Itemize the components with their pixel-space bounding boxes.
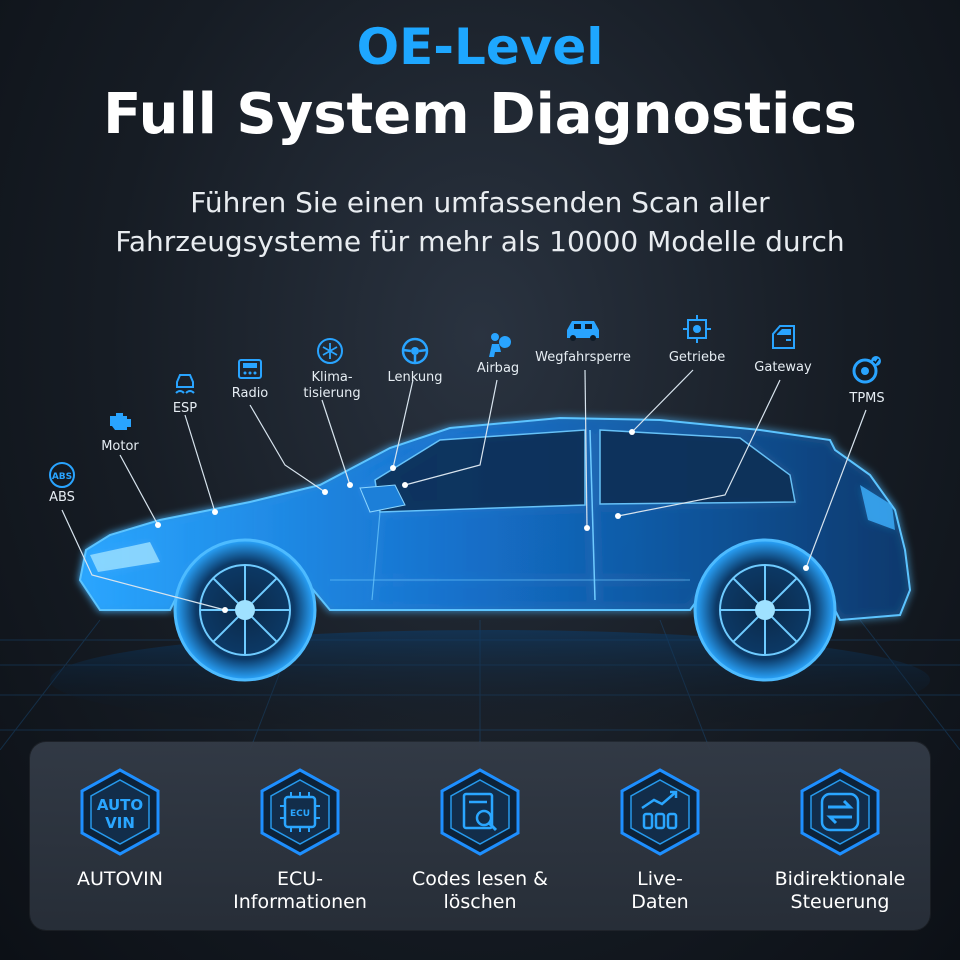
tire-pressure-icon	[852, 356, 881, 384]
steering-icon	[401, 337, 429, 365]
subtitle-line-2: Fahrzeugsysteme für mehr als 10000 Model…	[115, 225, 845, 258]
feature-autovin: AUTO VIN AUTOVIN	[30, 742, 210, 930]
feature-label-live-data-line1: Live-	[637, 868, 683, 890]
feature-label-autovin-line1: AUTOVIN	[77, 868, 163, 890]
callout-lines	[61, 369, 867, 611]
immobilizer-car-icon	[567, 321, 599, 341]
system-label-motor: Motor	[101, 439, 139, 454]
system-label-steering: Lenkung	[387, 370, 443, 385]
headline-accent: OE-Level	[356, 18, 604, 76]
esp-icon	[175, 374, 195, 394]
live-data-chart-icon	[620, 768, 700, 856]
system-label-transmission: Getriebe	[668, 350, 726, 365]
airbag-icon	[489, 333, 511, 357]
feature-label-bidirectional-line2: Steuerung	[790, 891, 890, 913]
gateway-door-icon	[772, 325, 795, 349]
feature-label-codes-line2: löschen	[443, 891, 517, 913]
system-label-climate-line2: tisierung	[303, 386, 361, 401]
system-label-esp: ESP	[172, 401, 198, 416]
ecu-chip-icon: ECU	[260, 768, 340, 856]
autovin-icon-text-1: AUTO	[97, 796, 143, 814]
car-diagnostic-scene: ABS ABS Motor ESP Radio Klima- tisierung…	[0, 280, 960, 751]
abs-icon: ABS	[49, 462, 75, 488]
subtitle-line-1: Führen Sie einen umfassenden Scan aller	[190, 186, 770, 219]
ecu-chip-text: ECU	[290, 809, 310, 819]
bidirectional-arrows-icon	[800, 768, 880, 856]
car-illustration	[0, 369, 960, 751]
transmission-icon	[683, 315, 711, 343]
radio-icon	[238, 359, 262, 379]
callout-dots	[155, 429, 809, 613]
feature-ecu-info: ECU ECU- Informationen	[210, 742, 390, 930]
feature-label-codes: Codes lesen & löschen	[390, 868, 570, 914]
system-label-airbag: Airbag	[476, 361, 520, 376]
engine-icon	[110, 413, 131, 430]
headline-main: Full System Diagnostics	[103, 82, 857, 147]
system-label-immobilizer: Wegfahrsperre	[535, 350, 631, 365]
autovin-icon: AUTO VIN	[80, 768, 160, 856]
feature-label-bidirectional-line1: Bidirektionale	[774, 868, 906, 890]
feature-label-live-data-line2: Daten	[631, 891, 689, 913]
feature-label-ecu-line2: Informationen	[233, 891, 367, 913]
feature-label-bidirectional: Bidirektionale Steuerung	[750, 868, 930, 914]
svg-text:ABS: ABS	[52, 472, 72, 482]
front-wheel	[173, 538, 317, 682]
feature-label-autovin: AUTOVIN	[30, 868, 210, 891]
feature-label-codes-line1: Codes lesen &	[411, 868, 549, 890]
rear-wheel	[693, 538, 837, 682]
feature-live-data: Live- Daten	[570, 742, 750, 930]
feature-label-ecu-line1: ECU-	[276, 868, 324, 890]
system-label-abs: ABS	[49, 490, 75, 505]
feature-panel: AUTO VIN AUTOVIN ECU ECU- Informationen	[30, 742, 930, 930]
system-label-climate: Klima- tisierung	[303, 370, 360, 402]
system-label-tpms: TPMS	[849, 391, 885, 406]
climate-icon	[317, 338, 343, 364]
feature-label-live-data: Live- Daten	[570, 868, 750, 914]
feature-read-clear-codes: Codes lesen & löschen	[390, 742, 570, 930]
system-label-radio: Radio	[231, 386, 269, 401]
code-scan-icon	[440, 768, 520, 856]
system-label-gateway: Gateway	[754, 360, 812, 375]
feature-label-ecu: ECU- Informationen	[210, 868, 390, 914]
feature-bidirectional: Bidirektionale Steuerung	[750, 742, 930, 930]
autovin-icon-text-2: VIN	[105, 814, 135, 832]
system-label-climate-line1: Klima-	[311, 370, 353, 385]
